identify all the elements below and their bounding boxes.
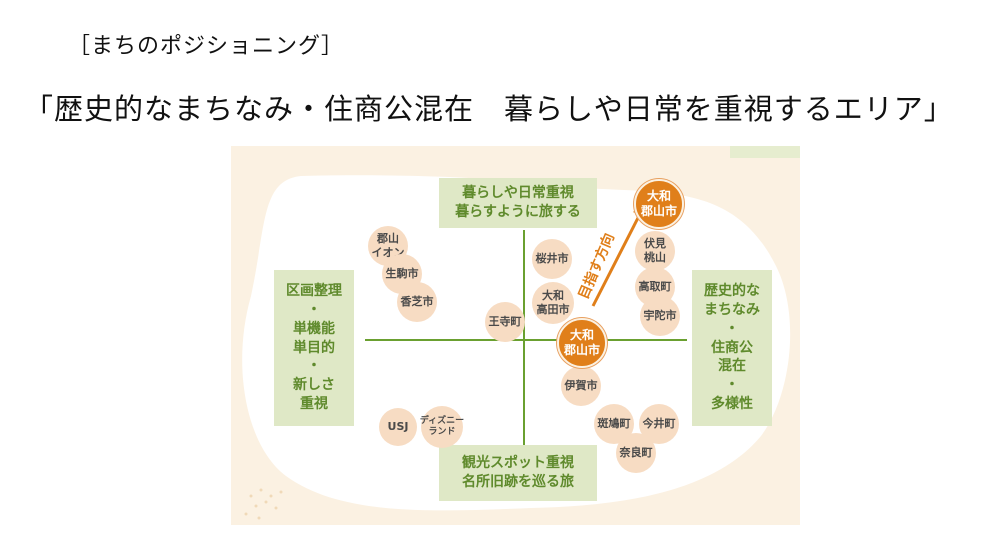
right-axis-line: 多様性 <box>711 396 753 413</box>
place-label: USJ <box>387 420 409 434</box>
left-axis-line: 区画整理 <box>286 282 342 299</box>
right-axis-line: まちなみ <box>704 301 760 318</box>
place-label: 高取町 <box>638 280 672 294</box>
current-label: 郡山市 <box>563 343 600 357</box>
left-axis-line: ・ <box>307 358 321 375</box>
horizontal-axis <box>365 339 687 341</box>
bottom-axis-line-1: 観光スポット重視 <box>462 455 574 472</box>
place-label: 今井町 <box>642 417 676 431</box>
right-axis-line: 混在 <box>718 358 746 375</box>
place-label: 伊賀市 <box>564 379 598 393</box>
left-axis-label: 区画整理 ・ 単機能 単目的 ・ 新しさ 重視 <box>274 270 354 426</box>
right-axis-label: 歴史的な まちなみ ・ 住商公 混在 ・ 多様性 <box>692 270 772 426</box>
positioning-diagram: 暮らしや日常重視 暮らすように旅する 観光スポット重視 名所旧跡を巡る旅 区画整… <box>231 146 800 525</box>
bottom-axis-line-2: 名所旧跡を巡る旅 <box>462 474 574 490</box>
place-label: 高田市 <box>536 303 570 316</box>
vertical-axis <box>523 230 525 446</box>
place-nara: 奈良町 <box>616 433 656 473</box>
target-label: 郡山市 <box>640 204 677 218</box>
current-position-yamatokoriyama: 大和 郡山市 <box>557 318 607 368</box>
left-axis-line: 新しさ <box>293 377 335 394</box>
place-disneyland: ディズニー ランド <box>419 406 465 448</box>
current-label: 大和 <box>569 328 594 342</box>
place-label: 桃山 <box>644 251 666 264</box>
right-axis-line: 住商公 <box>711 339 753 356</box>
place-label: 香芝市 <box>400 295 434 309</box>
section-subtitle: ［まちのポジショニング］ <box>68 34 345 59</box>
place-label: 生駒市 <box>385 267 419 281</box>
place-uda: 宇陀市 <box>640 296 680 336</box>
target-position-yamatokoriyama: 大和 郡山市 <box>634 179 684 229</box>
right-axis-line: 歴史的な <box>704 282 760 299</box>
left-axis-line: 単機能 <box>293 320 335 337</box>
page-headline: 「歴史的なまちなみ・住商公混在 暮らしや日常を重視するエリア」 <box>24 92 954 126</box>
place-label: ランド <box>428 427 456 437</box>
place-sakurai: 桜井市 <box>532 239 572 279</box>
place-label: 郡山 <box>377 232 399 246</box>
place-yamato-takada: 大和 高田市 <box>532 282 574 324</box>
place-label: 伏見 <box>644 237 666 251</box>
place-label: ディズニー <box>419 415 465 426</box>
place-label: 斑鳩町 <box>597 417 631 431</box>
place-label: 桜井市 <box>535 252 569 266</box>
top-axis-label: 暮らしや日常重視 暮らすように旅する <box>439 178 597 228</box>
left-axis-line: 重視 <box>300 396 328 413</box>
left-axis-line: ・ <box>307 301 321 318</box>
top-axis-line-1: 暮らしや日常重視 <box>462 185 574 202</box>
place-label: 大和 <box>542 289 564 303</box>
place-label: 奈良町 <box>619 446 653 460</box>
place-label: 王寺町 <box>488 315 522 329</box>
right-axis-line: ・ <box>725 377 739 394</box>
place-usj: USJ <box>379 408 417 446</box>
place-ojicho: 王寺町 <box>485 302 525 342</box>
corner-accent <box>730 146 800 158</box>
right-axis-line: ・ <box>725 320 739 337</box>
bottom-axis-label: 観光スポット重視 名所旧跡を巡る旅 <box>439 445 597 501</box>
dot-pattern <box>244 488 283 520</box>
place-kashiba: 香芝市 <box>397 282 437 322</box>
place-label: 宇陀市 <box>643 309 677 323</box>
direction-arrow <box>591 201 647 307</box>
target-label: 大和 <box>646 189 671 203</box>
place-fushimi-momoyama: 伏見 桃山 <box>635 231 675 271</box>
left-axis-line: 単目的 <box>293 339 335 356</box>
top-axis-line-2: 暮らすように旅する <box>455 204 581 220</box>
place-iga: 伊賀市 <box>561 366 601 406</box>
